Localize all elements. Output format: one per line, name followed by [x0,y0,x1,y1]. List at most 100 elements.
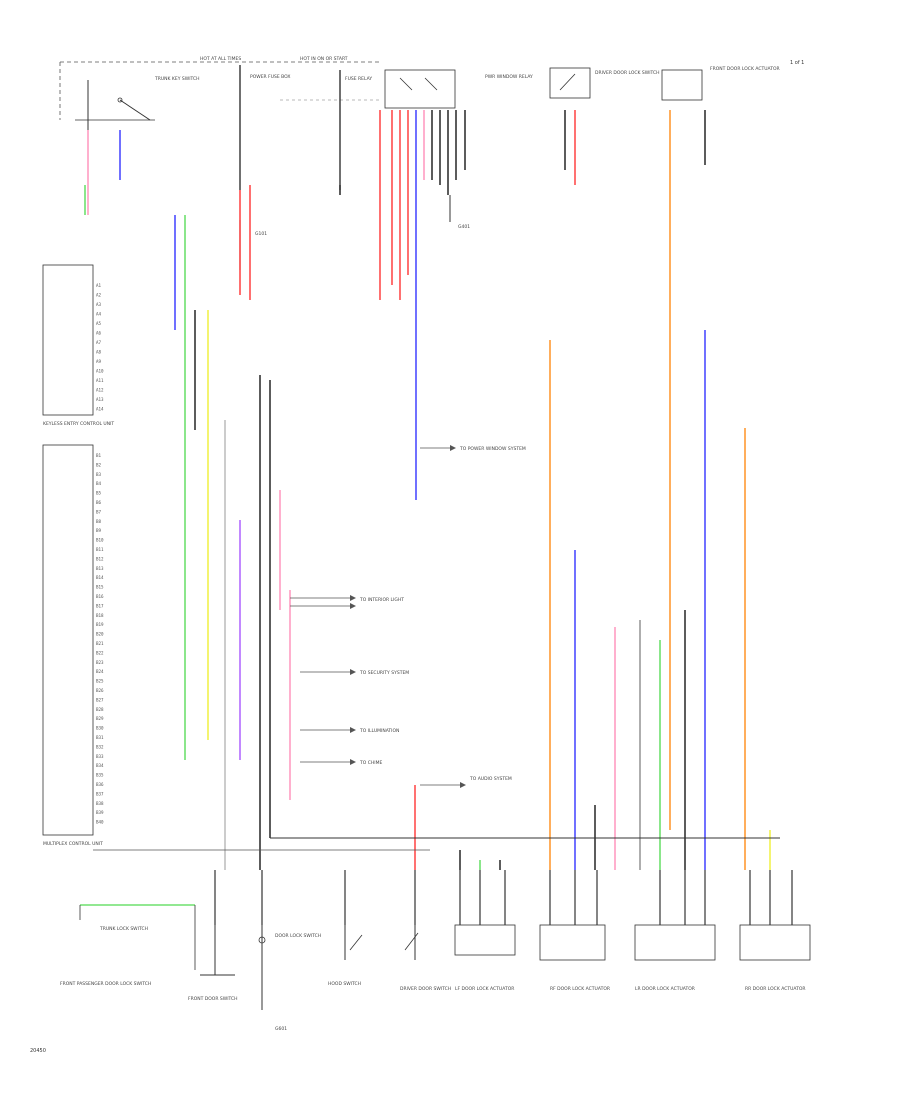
annotation-security: TO SECURITY SYSTEM [300,669,409,676]
annotation-audio: TO AUDIO SYSTEM [420,776,512,788]
pin-label: B15 [96,585,104,590]
label-fuse-relay: FUSE RELAY [345,76,372,82]
component-rf-lock-actuator: RF DOOR LOCK ACTUATOR [539,924,610,992]
wire [93,0,820,712]
label-control-unit: KEYLESS ENTRY CONTROL UNIT [43,421,114,427]
wire [93,0,745,428]
wire [93,0,550,455]
pin-label: A8 [96,350,102,355]
connector-b-pins: B1B2B3B4B5B6B7B8B9B10B11B12B13B14B15B16B… [96,453,104,825]
text-note-1: TO POWER WINDOW SYSTEM [459,446,526,452]
pin-label: A12 [96,388,104,393]
component-driver-lock-switch: DRIVER DOOR LOCK SWITCH [549,67,660,99]
pin-label: B2 [96,462,102,467]
wire [93,0,820,685]
wire [93,0,260,650]
text-note-3: TO SECURITY SYSTEM [359,670,409,676]
wire [93,0,820,720]
component-lf-lock-actuator: LF DOOR LOCK ACTUATOR [454,924,516,992]
pin-label: B24 [96,669,104,674]
label-trunk-switch: TRUNK KEY SWITCH [154,76,200,82]
pin-label: A11 [96,378,104,383]
text-note-2: TO INTERIOR LIGHT [359,597,404,603]
pin-label: B10 [96,538,104,543]
banner-left: HOT AT ALL TIMES [200,56,241,62]
pin-label: B38 [96,801,104,806]
pin-label: B13 [96,566,104,571]
component-trunk-switch: TRUNK KEY SWITCH [75,76,200,205]
label-power-mirror: DOOR LOCK SWITCH [275,933,321,939]
pin-label: A4 [96,312,102,317]
label-driver-lock-switch: DRIVER DOOR LOCK SWITCH [595,70,660,76]
label-lr-lock-actuator: LR DOOR LOCK ACTUATOR [635,986,695,992]
wire [93,0,820,545]
component-front-door-lock-motor: FRONT DOOR LOCK ACTUATOR [661,66,780,101]
pin-label: B14 [96,575,104,580]
pin-label: B36 [96,782,104,787]
pin-label: B6 [96,500,102,505]
pin-label: B28 [96,707,104,712]
top-power-rail: HOT AT ALL TIMES HOT IN ON OR START [59,56,380,120]
wire [93,0,820,560]
pin-label: A1 [96,283,102,288]
pin-label: A14 [96,407,104,412]
banner-right: HOT IN ON OR START [300,56,348,62]
component-driver-door-switch: DRIVER DOOR SWITCH [400,870,451,992]
pin-label: B12 [96,556,104,561]
pin-label: B23 [96,660,104,665]
connector-a: KEYLESS ENTRY CONTROL UNIT [42,264,114,427]
page-code: 1 of 1 [790,60,804,66]
wire [93,0,820,698]
wire [93,0,820,620]
component-lr-lock-actuator: LR DOOR LOCK ACTUATOR [634,924,716,992]
pin-label: B29 [96,716,104,721]
wire [93,0,820,705]
label-front-door-lock-motor: FRONT DOOR LOCK ACTUATOR [710,66,780,72]
ground-symbol-g2: G401 [449,195,470,230]
component-power-mirror: DOOR LOCK SWITCH G601 [258,870,321,1032]
component-pwr-window-relay: PWR WINDOW RELAY [384,69,533,109]
pin-label: B17 [96,603,104,608]
pin-label: B1 [96,453,102,458]
component-hood-switch: HOOD SWITCH [328,870,363,987]
pin-label: A6 [96,331,102,336]
wire [93,0,200,760]
wire [93,0,575,552]
component-fuse-relay: FUSE RELAY [339,70,372,190]
wire [93,0,250,812]
pin-label: B35 [96,773,104,778]
pin-label: B30 [96,726,104,731]
pin-label: B20 [96,632,104,637]
pin-label: A5 [96,321,102,326]
label-trunk-lock-switch: TRUNK LOCK SWITCH [99,926,148,932]
wire [93,0,615,627]
pin-label: B5 [96,491,102,496]
pin-label: B8 [96,519,102,524]
wire [93,0,820,368]
wire [93,0,820,572]
wire [93,0,230,745]
pin-label: B19 [96,622,104,627]
wire [93,0,280,495]
annotation-illumination: TO ILLUMINATION [300,727,399,734]
wire-runs-vertical [84,110,793,925]
wire [93,0,820,582]
pin-label: B33 [96,754,104,759]
pin-label: B32 [96,744,104,749]
wire [93,0,820,478]
pin-label: B7 [96,509,102,514]
label-lower-module: MULTIPLEX CONTROL UNIT [43,841,103,847]
annotation-interior-light: TO INTERIOR LIGHT [290,595,404,609]
text-note-6: TO AUDIO SYSTEM [469,776,512,782]
wire [93,0,420,785]
pin-label: A9 [96,359,102,364]
figure-id: 20450 [30,1048,46,1054]
wire [93,0,820,470]
pin-label: B22 [96,650,104,655]
pin-label: B21 [96,641,104,646]
label-rf-lock-actuator: RF DOOR LOCK ACTUATOR [550,986,610,992]
pin-label: B31 [96,735,104,740]
pin-label: B34 [96,763,104,768]
pin-label: A13 [96,397,104,402]
